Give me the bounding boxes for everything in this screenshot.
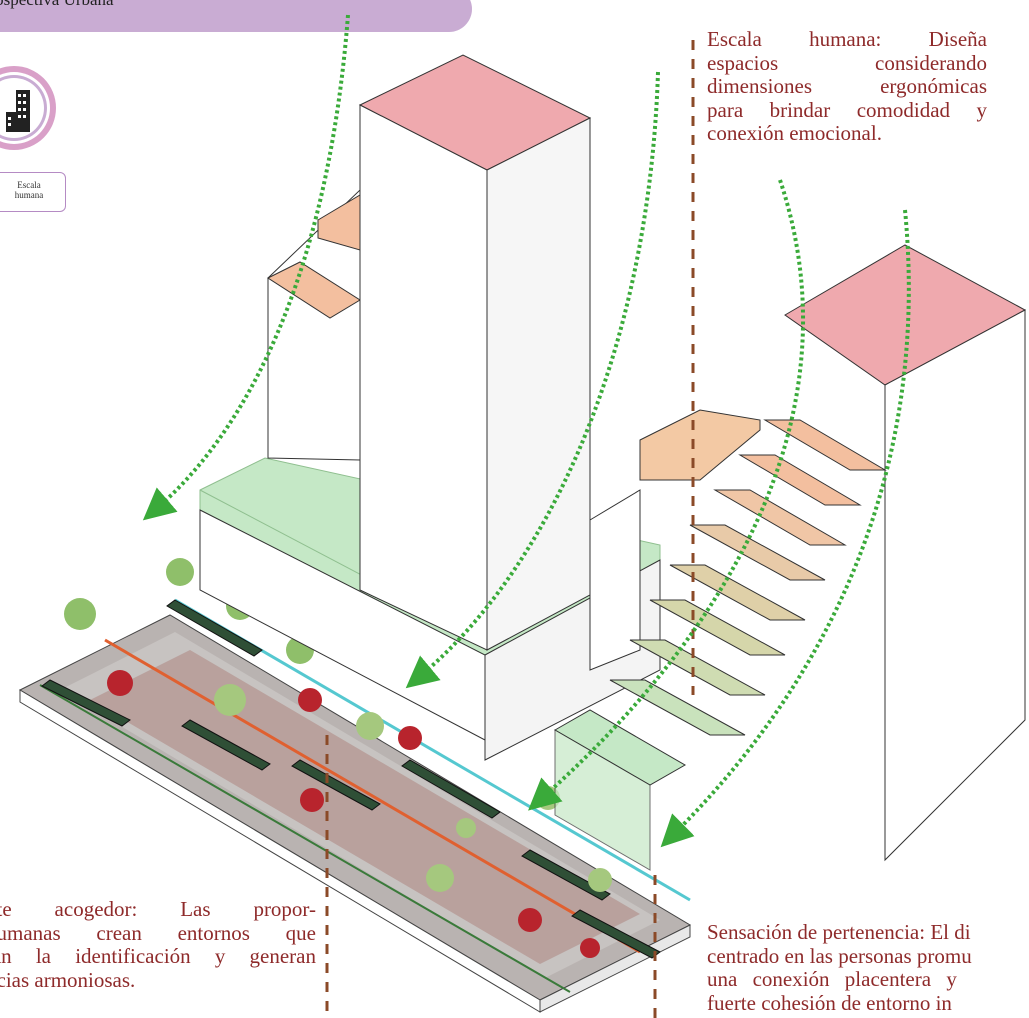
note-sense-of-belonging: Sensación de pertenencia: El di centrado… [707, 920, 1029, 1015]
note-top-line-1: Escala humana: Diseña [707, 27, 987, 51]
note-left-line-2: humanas crean entornos que [0, 920, 316, 945]
note-left-line-4: ncias armoniosas. [0, 967, 136, 992]
note-human-scale: Escala humana: Diseña espacios considera… [707, 27, 987, 146]
planters [41, 599, 661, 959]
stair-steps [553, 419, 887, 871]
stair-building [589, 244, 1027, 862]
note-top-line-5: conexión emocional. [707, 121, 882, 145]
badge-label-line2: humana [14, 190, 44, 200]
note-right-line-2: centrado en las personas promu [707, 943, 972, 968]
building-icon [0, 66, 56, 150]
badge-label-line1: Escala [17, 180, 41, 190]
note-top-line-3: dimensiones ergonómicas [707, 74, 987, 98]
human-scale-badge [0, 60, 62, 156]
note-top-line-4: para brindar comodidad y [707, 97, 987, 122]
street-platform [18, 598, 692, 1013]
note-welcoming-environment: nte acogedor: Las propor- humanas crean … [0, 897, 316, 992]
note-top-line-2: espacios considerando [707, 50, 987, 75]
note-right-line-1: Sensación de pertenencia: El di [707, 920, 971, 944]
note-right-line-4: fuerte cohesión de entorno in [707, 990, 952, 1015]
dashed-indicator-lines [325, 40, 695, 1018]
banner-title: Prospectiva Urbana [0, 0, 114, 10]
note-left-line-1: nte acogedor: Las propor- [0, 897, 316, 921]
note-right-line-3: una conexión placentera y [707, 967, 957, 991]
flow-arrows [142, 14, 911, 848]
section-banner: Prospectiva Urbana [0, 0, 472, 32]
central-tower [358, 54, 592, 651]
badge-label: Escala humana [0, 172, 66, 212]
note-left-line-3: tan la identificación y generan [0, 944, 316, 968]
midrise-left-building [266, 188, 361, 461]
